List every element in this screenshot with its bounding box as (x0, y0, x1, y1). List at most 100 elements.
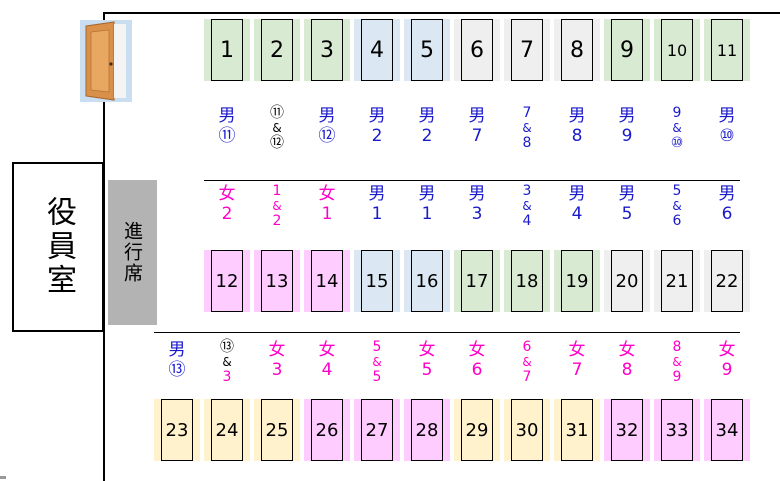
seat-assignment-label: 8&9 (654, 340, 700, 385)
seat-number: 15 (366, 271, 389, 292)
seat-number: 23 (166, 420, 189, 441)
seat-13[interactable]: 13 (261, 250, 293, 312)
assignment-line: 1 (354, 204, 400, 224)
assignment-line: 男 (704, 106, 750, 126)
seat-26[interactable]: 26 (311, 399, 343, 461)
assignment-line: 5 (354, 370, 400, 385)
assignment-line: 3 (454, 204, 500, 224)
assignment-line: 8 (654, 340, 700, 355)
seat-12[interactable]: 12 (211, 250, 243, 312)
assignment-line: & (254, 199, 300, 214)
assignment-line: 女 (704, 340, 750, 360)
seat-32[interactable]: 32 (611, 399, 643, 461)
assignment-line: 6 (654, 214, 700, 229)
assignment-line: 5 (404, 360, 450, 380)
seat-8[interactable]: 8 (561, 19, 593, 81)
assignment-line: 男 (354, 106, 400, 126)
seat-19[interactable]: 19 (561, 250, 593, 312)
seat-3[interactable]: 3 (311, 19, 343, 81)
assignment-line: 1 (404, 204, 450, 224)
assignment-line: 男 (204, 106, 250, 126)
seat-5[interactable]: 5 (411, 19, 443, 81)
assignment-line: 5 (354, 340, 400, 355)
seat-29[interactable]: 29 (461, 399, 493, 461)
seat-30[interactable]: 30 (511, 399, 543, 461)
seat-23[interactable]: 23 (161, 399, 193, 461)
assignment-line: ⑬ (154, 360, 200, 380)
seat-number: 33 (666, 420, 689, 441)
seat-assignment-label: 男5 (604, 184, 650, 224)
seat-assignment-label: 女6 (454, 340, 500, 380)
assignment-line: & (204, 355, 250, 370)
assignment-line: 女 (454, 340, 500, 360)
seat-18[interactable]: 18 (511, 250, 543, 312)
assignment-line: 6 (504, 340, 550, 355)
seat-assignment-label: 男⑬ (154, 340, 200, 380)
assignment-line: 女 (304, 184, 350, 204)
assignment-line: 3 (504, 184, 550, 199)
seat-number: 27 (366, 420, 389, 441)
assignment-line: 男 (554, 184, 600, 204)
seat-6[interactable]: 6 (461, 19, 493, 81)
seat-assignment-label: 6&7 (504, 340, 550, 385)
seat-assignment-label: 男⑫ (304, 106, 350, 146)
assignment-line: 5 (654, 184, 700, 199)
assignment-line: 7 (504, 106, 550, 121)
seat-assignment-label: 7&8 (504, 106, 550, 151)
seat-14[interactable]: 14 (311, 250, 343, 312)
assignment-line: 女 (604, 340, 650, 360)
seat-number: 24 (216, 420, 239, 441)
progress-seat-label: 進行席 (119, 221, 146, 284)
seat-21[interactable]: 21 (661, 250, 693, 312)
seat-1[interactable]: 1 (211, 19, 243, 81)
seat-number: 2 (270, 38, 284, 63)
assignment-line: 1 (254, 184, 300, 199)
seat-34[interactable]: 34 (711, 399, 743, 461)
assignment-line: 7 (554, 360, 600, 380)
seat-17[interactable]: 17 (461, 250, 493, 312)
seat-27[interactable]: 27 (361, 399, 393, 461)
seat-number: 19 (566, 271, 589, 292)
seat-number: 31 (566, 420, 589, 441)
seat-24[interactable]: 24 (211, 399, 243, 461)
seat-9[interactable]: 9 (611, 19, 643, 81)
seat-number: 10 (667, 41, 687, 60)
seat-22[interactable]: 22 (711, 250, 743, 312)
assignment-line: 男 (354, 184, 400, 204)
seat-assignment-label: 男8 (554, 106, 600, 146)
assignment-line: 9 (604, 126, 650, 146)
assignment-line: ⑩ (654, 136, 700, 151)
assignment-line: 男 (604, 184, 650, 204)
seat-11[interactable]: 11 (711, 19, 743, 81)
seat-10[interactable]: 10 (661, 19, 693, 81)
seat-2[interactable]: 2 (261, 19, 293, 81)
seat-16[interactable]: 16 (411, 250, 443, 312)
seat-33[interactable]: 33 (661, 399, 693, 461)
seat-4[interactable]: 4 (361, 19, 393, 81)
seat-20[interactable]: 20 (611, 250, 643, 312)
seat-7[interactable]: 7 (511, 19, 543, 81)
seat-assignment-label: 女2 (204, 184, 250, 224)
row-divider (154, 332, 740, 333)
seat-number: 7 (520, 38, 534, 63)
assignment-line: 男 (404, 184, 450, 204)
seat-number: 12 (216, 271, 239, 292)
seat-number: 5 (420, 38, 434, 63)
assignment-line: ⑪ (254, 106, 300, 121)
seat-28[interactable]: 28 (411, 399, 443, 461)
assignment-line: 女 (254, 340, 300, 360)
seat-15[interactable]: 15 (361, 250, 393, 312)
assignment-line: 男 (454, 106, 500, 126)
seat-assignment-label: ⑪&⑫ (254, 106, 300, 151)
seat-25[interactable]: 25 (261, 399, 293, 461)
seat-number: 21 (666, 271, 689, 292)
seat-31[interactable]: 31 (561, 399, 593, 461)
executive-room: 役員室 (12, 162, 104, 332)
assignment-line: 男 (454, 184, 500, 204)
seat-assignment-label: ⑬&3 (204, 340, 250, 385)
seat-number: 8 (570, 38, 584, 63)
